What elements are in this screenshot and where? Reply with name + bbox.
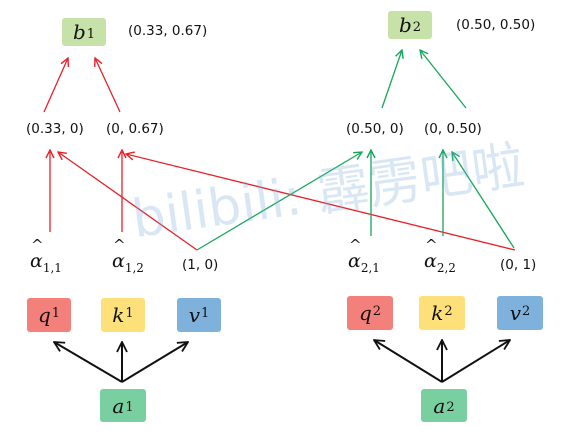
arrow-right-to-b2-a — [381, 50, 402, 109]
arrow-vec2-to-right-midright — [452, 152, 515, 249]
alpha-2-2-sub: 2,2 — [436, 260, 456, 275]
arrow-a2-to-q2 — [374, 340, 443, 383]
alpha-1-1: α1,1 — [30, 236, 62, 275]
a1-letter: a — [112, 393, 125, 418]
left-mid-right-label: (0, 0.67) — [106, 121, 164, 137]
left-vector: (1, 0) — [182, 257, 219, 273]
alpha-2-1-symbol: α — [348, 236, 361, 272]
arrow-a2-to-v2 — [441, 340, 510, 383]
v1-letter: v — [188, 303, 201, 327]
arrow-vec1-to-midleft — [58, 152, 198, 251]
b1-value: (0.33, 0.67) — [128, 23, 208, 39]
alpha-1-2-symbol: α — [112, 236, 125, 272]
a2-sub: 2 — [446, 400, 455, 415]
alpha-2-2: α2,2 — [424, 236, 456, 275]
alpha-1-2-sub: 1,2 — [124, 260, 144, 275]
arrow-a1-to-q1 — [54, 342, 123, 383]
b2-sub: 2 — [412, 19, 422, 35]
v2-letter: v — [509, 301, 522, 325]
alpha-1-1-symbol: α — [30, 236, 43, 272]
alpha-2-1: α2,1 — [348, 236, 380, 275]
alpha-2-1-sub: 2,1 — [360, 260, 380, 275]
right-mid-left-label: (0.50, 0) — [346, 121, 404, 137]
alpha-1-1-sub: 1,1 — [42, 260, 62, 275]
arrow-vec1-to-right-midleft — [196, 152, 362, 251]
k2-letter: k — [431, 301, 444, 325]
k1-letter: k — [112, 303, 125, 327]
b1-sub: 1 — [86, 26, 96, 42]
k2-sup: 2 — [444, 303, 453, 319]
q1-letter: q — [37, 303, 51, 327]
b2-value: (0.50, 0.50) — [456, 17, 536, 33]
arrow-left-to-b1-a — [43, 58, 68, 113]
arrow-left-to-b1-b — [95, 58, 121, 113]
q1-sup: 1 — [51, 305, 61, 321]
k1-sup: 1 — [125, 305, 134, 321]
q2-letter: q — [358, 301, 372, 325]
b2-letter: b — [398, 13, 412, 37]
b1-letter: b — [72, 20, 86, 44]
v1-sup: 1 — [201, 305, 210, 321]
alpha-1-2: α1,2 — [112, 236, 144, 275]
v2-sup: 2 — [522, 303, 531, 319]
arrow-a1-to-v1 — [121, 342, 188, 383]
a2-letter: a — [433, 393, 446, 418]
arrow-right-to-b2-b — [420, 50, 467, 109]
a1-sub: 1 — [125, 400, 134, 415]
arrow-vec2-to-left-midright — [126, 154, 516, 251]
right-mid-right-label: (0, 0.50) — [424, 121, 482, 137]
left-mid-left-label: (0.33, 0) — [26, 121, 84, 137]
right-vector: (0, 1) — [500, 257, 537, 273]
alpha-2-2-symbol: α — [424, 236, 437, 272]
q2-sup: 2 — [372, 303, 382, 319]
